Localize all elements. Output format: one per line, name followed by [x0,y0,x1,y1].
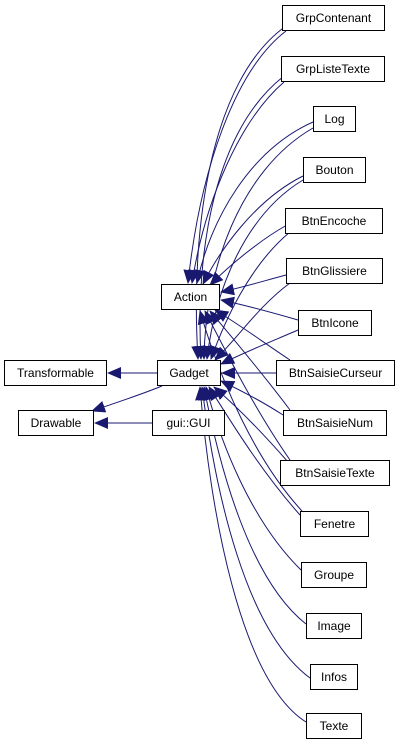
class-node-grpcontenant[interactable]: GrpContenant [282,5,385,31]
class-node-btnsaisietexte[interactable]: BtnSaisieTexte [280,460,390,486]
edge-fenetre-action [197,310,303,512]
class-node-transformable[interactable]: Transformable [4,360,107,386]
edge-gadget-drawable [91,385,163,413]
class-node-drawable[interactable]: Drawable [18,410,94,436]
class-node-fenetre[interactable]: Fenetre [300,511,369,537]
edge-texte-gadget [195,386,307,723]
class-node-image[interactable]: Image [306,613,362,639]
class-node-infos[interactable]: Infos [310,664,358,690]
edge-grplistetexte-gadget [194,75,285,360]
class-node-action[interactable]: Action [161,284,220,310]
edge-btnglissiere-gadget [214,282,291,361]
edge-bouton-gadget [202,179,304,360]
edge-fenetre-gadget [208,386,301,516]
class-node-groupe[interactable]: Groupe [301,562,367,588]
class-node-bouton[interactable]: Bouton [303,157,366,183]
edge-grpcontenant-action [183,30,287,284]
class-node-grplistetexte[interactable]: GrpListeTexte [281,56,385,82]
class-node-btnicone[interactable]: BtnIcone [298,310,372,336]
class-node-btnsaisiecurseur[interactable]: BtnSaisieCurseur [276,360,395,386]
edge-btnglissiere-action [220,274,287,296]
edge-groupe-gadget [203,386,302,571]
edge-log-gadget [198,127,314,360]
edge-btnicone-action [220,296,299,321]
class-node-gui[interactable]: gui::GUI [152,410,225,436]
edge-btnencoche-gadget [209,231,291,360]
class-node-btnsaisienum[interactable]: BtnSaisieNum [283,410,387,436]
class-node-log[interactable]: Log [313,106,356,132]
class-node-gadget[interactable]: Gadget [157,360,221,386]
class-node-btnencoche[interactable]: BtnEncoche [285,208,383,234]
class-node-btnglissiere[interactable]: BtnGlissiere [286,258,383,284]
class-node-texte[interactable]: Texte [306,713,362,739]
edge-btnsaisienum-gadget [220,380,284,416]
edge-btnsaisienum-action [209,310,291,411]
edge-btnicone-gadget [220,329,299,365]
edge-btnencoche-action [209,224,288,286]
